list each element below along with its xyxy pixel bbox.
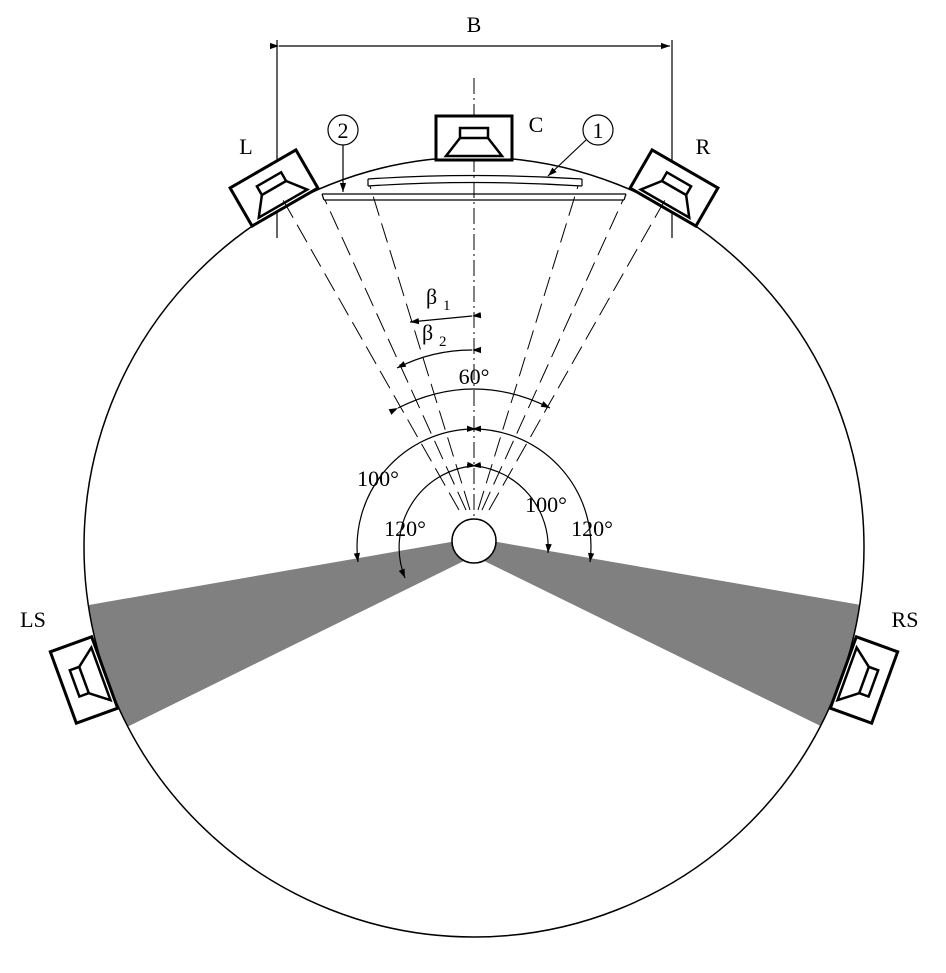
left-surround-speaker-label: LS xyxy=(20,607,46,632)
left-speaker-label: L xyxy=(239,134,252,159)
svg-text:120°: 120° xyxy=(384,516,426,541)
listener-position xyxy=(451,518,497,564)
svg-text:2: 2 xyxy=(338,118,349,143)
right-speaker-icon xyxy=(628,147,720,229)
right-surround-zone xyxy=(474,538,864,760)
svg-text:1: 1 xyxy=(443,298,451,314)
center-speaker-label: C xyxy=(529,112,544,137)
angle-100-left: 100° xyxy=(353,425,482,563)
right-speaker-label: R xyxy=(696,134,711,159)
svg-text:1: 1 xyxy=(593,118,604,143)
beta1-angle: β 1 xyxy=(409,284,482,325)
svg-text:100°: 100° xyxy=(525,492,567,517)
left-surround-speaker-icon xyxy=(48,634,120,726)
svg-text:100°: 100° xyxy=(357,466,399,491)
width-label: B xyxy=(467,12,482,37)
beta2-angle: β 2 xyxy=(396,320,482,369)
right-surround-speaker-icon xyxy=(828,634,900,726)
left-speaker-icon xyxy=(228,147,320,229)
screen-1 xyxy=(367,174,583,187)
angle-120-right: 120° xyxy=(466,461,613,554)
left-surround-zone xyxy=(84,538,474,760)
callout-2: 2 xyxy=(327,114,359,192)
center-speaker-icon xyxy=(434,114,514,162)
svg-text:120°: 120° xyxy=(571,516,613,541)
surround-zones xyxy=(84,538,864,760)
angle-120-left: 120° xyxy=(384,461,482,579)
svg-text:β: β xyxy=(422,320,433,345)
svg-text:β: β xyxy=(426,284,437,309)
svg-text:2: 2 xyxy=(439,334,447,350)
callout-1: 1 xyxy=(547,114,614,177)
right-surround-speaker-label: RS xyxy=(892,607,919,632)
angle-60: 60° xyxy=(388,364,551,415)
svg-text:60°: 60° xyxy=(459,364,490,389)
